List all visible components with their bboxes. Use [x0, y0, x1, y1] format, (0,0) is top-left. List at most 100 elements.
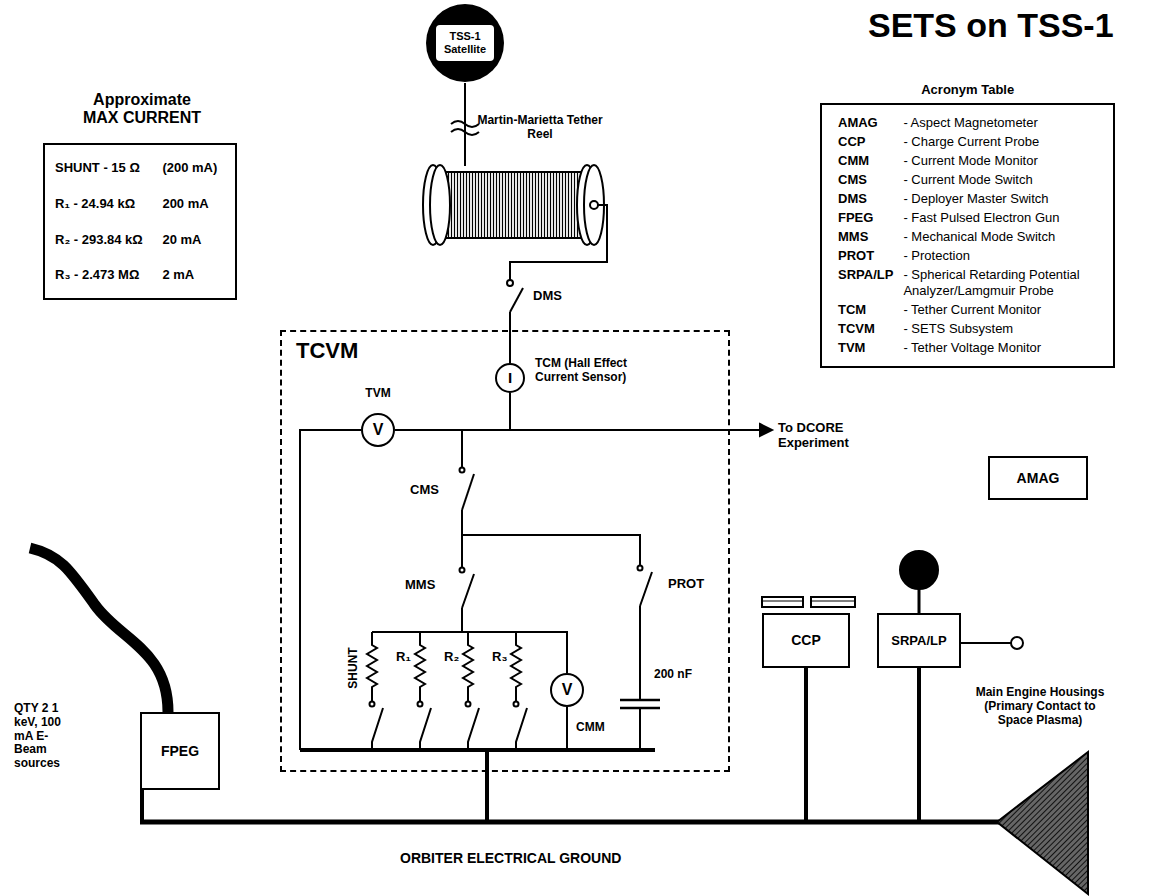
node-text: - Current Mode Switch: [903, 172, 1103, 188]
node-text: TSS-1 Satellite: [438, 30, 492, 56]
node-body: V: [361, 413, 395, 447]
current-meter: TCM (Hall Effect Current Sensor)I: [495, 363, 525, 393]
switch-blade: [372, 708, 383, 750]
part-label: DMS: [533, 289, 562, 304]
part-label: To DCORE Experiment: [778, 421, 868, 451]
node-body: SRPA/LP: [879, 615, 959, 666]
node-text: - Charge Current Probe: [903, 134, 1103, 150]
node-text: MMS: [838, 229, 893, 245]
node-text: SRPA/LP: [891, 633, 946, 649]
resistor-symbol: [511, 632, 521, 702]
node-body: FPEG: [142, 714, 218, 788]
diagram-title: SETS on TSS-1: [868, 6, 1114, 45]
satellite-plate: [436, 25, 494, 61]
reel-flange: [430, 165, 450, 245]
switch-contact: [638, 566, 643, 571]
part-label: CMS: [410, 483, 439, 498]
ground-bus: [140, 820, 999, 825]
node-text: CMM: [838, 153, 893, 169]
switch-contact: [466, 702, 471, 707]
switch-contact: [418, 702, 423, 707]
wire: [461, 608, 463, 632]
wire: [639, 708, 641, 750]
node-text: CMS: [838, 172, 893, 188]
node-text: - Protection: [903, 248, 1103, 264]
switch-contact: [460, 568, 465, 573]
node-text: FPEG: [161, 743, 199, 760]
switch-contact: [507, 280, 513, 286]
instrument-box: SRPA/LP: [877, 613, 961, 668]
part-label: R₂: [444, 650, 459, 665]
node-heading: TVM: [351, 387, 405, 401]
node-body: [425, 166, 605, 246]
wire-connector: [464, 83, 466, 166]
node-heading: CMM: [576, 721, 616, 735]
switch-blade: [462, 474, 474, 510]
meter-circle: [551, 674, 583, 706]
node-text: 200 mA: [162, 196, 225, 212]
node-heading: TCVM: [296, 338, 406, 363]
node-heading: Approximate MAX CURRENT: [75, 91, 209, 128]
node-text: - SETS Subsystem: [903, 321, 1103, 337]
resistor-symbol: [367, 632, 377, 702]
probe-plate: [762, 597, 803, 607]
part-label: 200 nF: [654, 668, 692, 682]
probe-tip: [1011, 637, 1023, 649]
switch-contact: [370, 702, 375, 707]
switch-blade: [516, 708, 527, 750]
node-text: SHUNT - 15 Ω: [55, 160, 150, 176]
node-text: I: [508, 369, 512, 387]
current-table: Approximate MAX CURRENTSHUNT - 15 Ω(200 …: [43, 143, 237, 300]
node-text: - Spherical Retarding Potential Analyzer…: [903, 267, 1103, 299]
node-body: AMAG- Aspect MagnetometerCCP- Charge Cur…: [822, 105, 1113, 366]
satellite-sphere: [426, 4, 504, 82]
satellite-circle: TSS-1 Satellite: [425, 3, 505, 83]
e-beam-hose: [30, 548, 168, 712]
node-body: [282, 332, 728, 770]
node-heading: Martin-Marietta Tether Reel: [475, 114, 605, 142]
node-text: CCP: [791, 632, 821, 649]
node-text: PROT: [838, 248, 893, 264]
node-text: V: [562, 680, 573, 699]
probe-stem: [961, 642, 1011, 644]
subsystem-box: TCVM TCM (Hall Effect Current Sensor)I TVM…: [280, 330, 730, 772]
resistor-symbol: [463, 632, 473, 702]
node-text: - Deployer Master Switch: [903, 191, 1103, 207]
instrument-box: AMAG: [988, 456, 1088, 500]
part-label: QTY 2 1 keV, 100 mA E-Beam sources: [14, 702, 78, 771]
node-text: AMAG: [838, 115, 893, 131]
wire: [510, 205, 607, 280]
part-label: PROT: [668, 577, 704, 592]
switch-blade: [462, 574, 474, 608]
node-text: 20 mA: [162, 232, 225, 248]
probe-sphere: [900, 551, 938, 589]
part-label: R₃: [492, 650, 507, 665]
node-text: R₃ - 2.473 MΩ: [55, 267, 150, 283]
node-text: (200 mA): [162, 160, 225, 176]
node-text: - Tether Current Monitor: [903, 302, 1103, 318]
node-text: TVM: [838, 340, 893, 356]
node-heading: Acronym Table: [822, 83, 1113, 98]
switch-contact: [514, 702, 519, 707]
wire: [461, 430, 463, 468]
node-body: SHUNT - 15 Ω(200 mA)R₁ - 24.94 kΩ200 mAR…: [45, 145, 235, 298]
ground-wire: [804, 668, 808, 822]
node-body: AMAG: [990, 458, 1086, 498]
meter-circle: [362, 414, 394, 446]
switch-blade: [640, 572, 652, 606]
wire: [639, 606, 641, 700]
part-label: ORBITER ELECTRICAL GROUND: [400, 850, 621, 866]
node-text: - Mechanical Mode Switch: [903, 229, 1103, 245]
ground-wire: [917, 668, 921, 822]
wire: [510, 429, 762, 431]
node-body: TSS-1 Satellite: [425, 3, 505, 83]
wire: [372, 632, 567, 673]
probe-plate: [762, 601, 803, 602]
node-text: DMS: [838, 191, 893, 207]
node-text: AMAG: [1017, 470, 1060, 487]
wire: [461, 535, 463, 568]
node-text: TCVM: [838, 321, 893, 337]
ground-wire: [485, 750, 489, 822]
switch-blade: [468, 708, 479, 750]
wire: [566, 707, 568, 750]
